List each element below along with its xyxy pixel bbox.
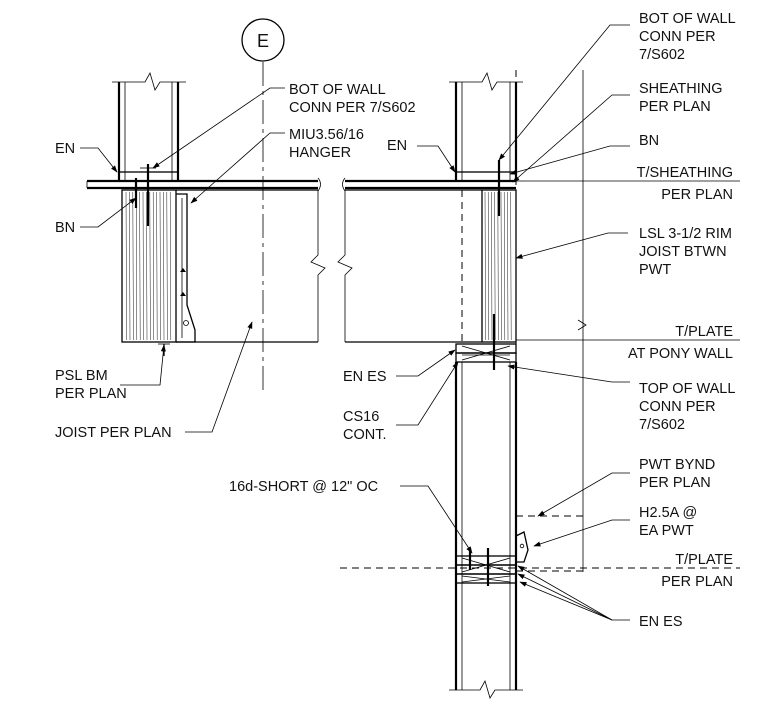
t-plate-pony-line-1: T/PLATE [675,324,733,340]
bot-wall-left-line-1: BOT OF WALL [289,82,386,98]
h25a-line-2: EA PWT [639,523,694,539]
joist [176,189,482,343]
psl-beam-line-2: PER PLAN [55,386,127,402]
pwt-bynd-line-1: PWT BYND [639,457,715,473]
en-es-lower-label: EN ES [639,614,683,630]
nailing-label: 16d-SHORT @ 12" OC [229,479,378,495]
grain-line [135,191,138,341]
en-es-upper-label: EN ES [343,369,387,385]
cs16-line-1: CS16 [343,409,379,425]
grid-bubble-label: E [257,31,269,51]
hanger-line-2: HANGER [289,145,351,161]
grain-line [500,191,502,341]
grain-line [484,191,486,341]
grain-line [159,191,161,341]
grain-line [497,191,499,341]
grain-line [510,191,512,341]
top-wall-line-2: CONN PER [639,399,716,415]
grain-line [125,191,127,341]
bot-wall-left-line-2: CONN PER 7/S602 [289,100,416,116]
grain-line [152,191,155,341]
en-left-label: EN [55,141,75,157]
hanger-line-1: MIU3.56/16 [289,127,364,143]
pony-wall-top-plates [455,340,517,372]
bot-wall-right-line-3: 7/S602 [639,47,685,63]
h25a-tie [515,531,529,563]
cs16-line-2: CONT. [343,427,387,443]
h25a-line-1: H2.5A @ [639,505,697,521]
lsl-rim-line-1: LSL 3-1/2 RIM [639,226,732,242]
bn-right-label: BN [639,133,659,149]
grain-line [132,191,134,341]
floor-sheathing [86,177,516,192]
grain-line [503,191,506,341]
sheathing-line-1: SHEATHING [639,81,723,97]
t-plate-lower-line-1: T/PLATE [675,552,733,568]
joist-hanger [176,193,196,343]
grain-line [169,191,172,341]
t-plate-lower-line-2: PER PLAN [661,574,733,590]
t-sheathing-line-2: PER PLAN [661,187,733,203]
lower-pony-wall [449,362,523,699]
grain-line [146,191,148,341]
lsl-rim-line-2: JOIST BTWN [639,244,727,260]
grain-line [163,191,165,341]
grid-bubble: E [241,18,285,62]
leaders [80,24,630,621]
sheathing-line-2: PER PLAN [639,99,711,115]
psl-beam-grain [125,191,172,341]
lsl-rim-line-3: PWT [639,262,671,278]
bot-wall-right-line-2: CONN PER [639,29,716,45]
psl-beam [121,189,177,343]
grain-line [507,191,509,341]
t-plate-pony-line-2: AT PONY WALL [628,346,733,362]
grain-line [139,191,141,341]
top-wall-line-1: TOP OF WALL [639,381,735,397]
right-upper-wall [449,71,523,182]
grain-line [487,191,490,341]
joist-label: JOIST PER PLAN [55,425,172,441]
psl-beam-line-1: PSL BM [55,368,108,384]
lsl-rim-joist [481,160,517,370]
top-wall-line-3: 7/S602 [639,417,685,433]
rim-joist-grain [484,191,512,341]
grain-line [166,191,168,341]
grain-line [149,191,151,341]
grain-line [142,191,144,341]
bot-wall-right-line-1: BOT OF WALL [639,11,736,27]
bn-left-label: BN [55,220,75,236]
grain-line [156,191,158,341]
t-sheathing-line-1: T/SHEATHING [637,165,733,181]
exterior-wall-break [577,319,587,331]
pwt-bynd-line-2: PER PLAN [639,475,711,491]
en-right-label: EN [387,138,407,154]
lower-plates [455,548,517,586]
grain-line [129,191,131,341]
grain-line [491,191,493,341]
